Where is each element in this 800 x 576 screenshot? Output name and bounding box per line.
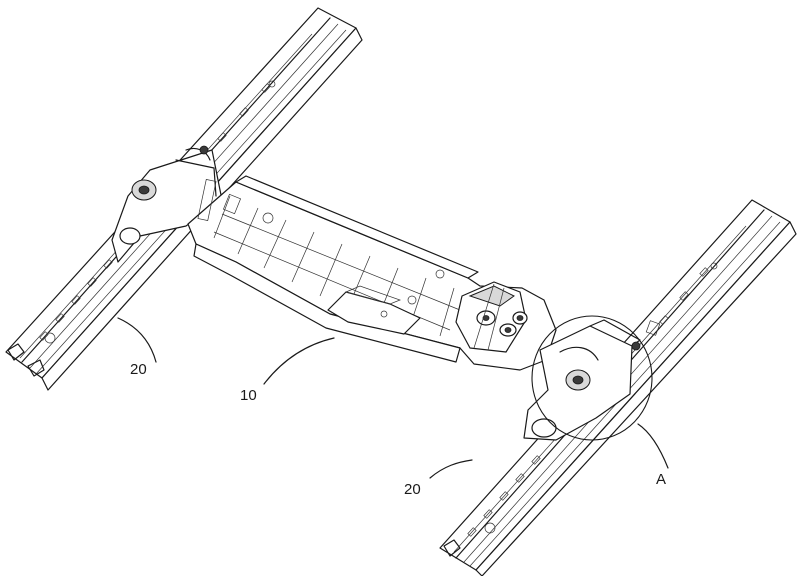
leader-line-frame	[264, 338, 334, 384]
leader-line-detail-a	[638, 424, 668, 468]
leader-line-right-rail	[430, 460, 472, 478]
ref-label-frame: 10	[240, 387, 257, 404]
ref-label-left-rail: 20	[130, 361, 147, 378]
leader-line-left-rail	[118, 318, 156, 362]
ref-label-detail-a: A	[656, 471, 666, 488]
ref-label-right-rail: 20	[404, 481, 421, 498]
